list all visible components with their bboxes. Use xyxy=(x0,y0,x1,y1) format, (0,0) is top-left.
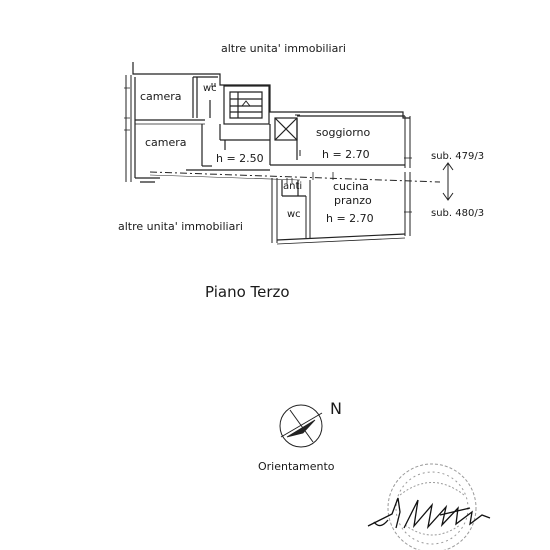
bottom-neighbors-label: altre unita' immobiliari xyxy=(118,220,243,233)
wc-top-label: wc xyxy=(203,83,217,94)
walls-lower-unit xyxy=(271,172,412,245)
floor-title: Piano Terzo xyxy=(205,283,290,301)
h-left-label: h = 2.50 xyxy=(216,152,264,165)
unit-boundary-line xyxy=(149,171,441,183)
sub-upper-label: sub. 479/3 xyxy=(431,151,484,162)
soggiorno-label: soggiorno xyxy=(316,126,371,139)
handwritten-signature xyxy=(367,497,491,530)
camera-bottom-label: camera xyxy=(145,136,187,149)
orientation-caption: Orientamento xyxy=(258,460,335,473)
h-cucina-label: h = 2.70 xyxy=(326,212,374,225)
pranzo-label: pranzo xyxy=(334,194,372,207)
north-letter: N xyxy=(330,399,342,418)
camera-top-label: camera xyxy=(140,90,182,103)
sub-lower-label: sub. 480/3 xyxy=(431,208,484,219)
wc-bottom-label: wc xyxy=(287,209,301,220)
sub-division-arrow xyxy=(442,162,454,201)
top-neighbors-label: altre unita' immobiliari xyxy=(221,42,346,55)
cucina-label: cucina xyxy=(333,180,369,193)
anti-label: anti xyxy=(283,181,302,192)
walls-upper-unit xyxy=(124,62,412,183)
opening-marks xyxy=(201,83,301,164)
compass-icon xyxy=(279,404,323,448)
h-soggiorno-label: h = 2.70 xyxy=(322,148,370,161)
